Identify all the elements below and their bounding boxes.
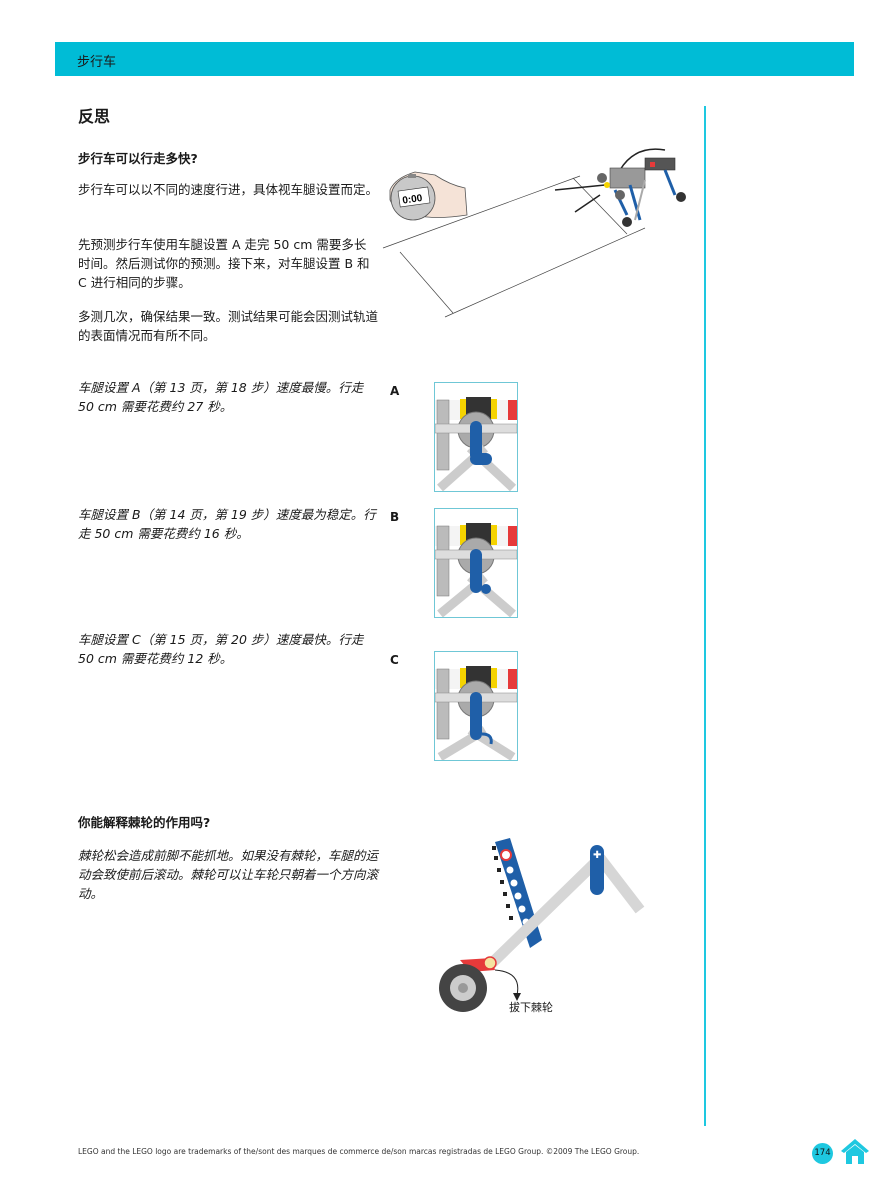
header-bar: 步行车 (55, 42, 854, 76)
ratchet-illustration: ✚ (439, 838, 645, 1012)
leg-setting-a-diagram (434, 382, 518, 492)
question-title-speed: 步行车可以行走多快? (78, 151, 198, 166)
setting-c-text: 车腿设置 C（第 15 页，第 20 步）速度最快。行走 50 cm 需要花费约… (78, 632, 364, 666)
page-number-badge: 174 (812, 1143, 833, 1164)
ratchet-answer: 棘轮松会造成前脚不能抓地。如果没有棘轮，车腿的运动会致使前后滚动。棘轮可以让车轮… (78, 848, 379, 901)
svg-text:0:00: 0:00 (402, 193, 424, 207)
arrow-icon (494, 969, 519, 996)
setting-a-text: 车腿设置 A（第 13 页，第 18 步）速度最慢。行走 50 cm 需要花费约… (78, 380, 364, 414)
setting-c-label: C (390, 653, 399, 667)
svg-text:✚: ✚ (593, 850, 601, 861)
home-icon[interactable] (839, 1136, 871, 1166)
vertical-divider (704, 106, 706, 1126)
section-title: 反思 (78, 107, 111, 126)
legal-footer: LEGO and the LEGO logo are trademarks of… (78, 1147, 640, 1156)
setting-a-label: A (390, 384, 400, 398)
paragraph-2: 先预测步行车使用车腿设置 A 走完 50 cm 需要多长时间。然后测试你的预测。… (78, 237, 370, 290)
question-title-ratchet: 你能解释棘轮的作用吗? (78, 815, 211, 830)
setting-b-label: B (390, 510, 400, 524)
setting-b-text: 车腿设置 B（第 14 页，第 19 步）速度最为稳定。行走 50 cm 需要花… (78, 507, 376, 541)
paragraph-1: 步行车可以以不同的速度行进，具体视车腿设置而定。 (78, 182, 379, 197)
paragraph-3: 多测几次，确保结果一致。测试结果可能会因测试轨道的表面情况而有所不同。 (78, 309, 379, 343)
leg-setting-c-diagram (434, 651, 518, 761)
track-illustration: 0:00 (382, 148, 686, 318)
remove-ratchet-label: 拔下棘轮 (509, 1001, 553, 1014)
leg-setting-b-diagram (434, 508, 518, 618)
header-title: 步行车 (77, 55, 117, 70)
walker-robot-icon (554, 148, 686, 227)
